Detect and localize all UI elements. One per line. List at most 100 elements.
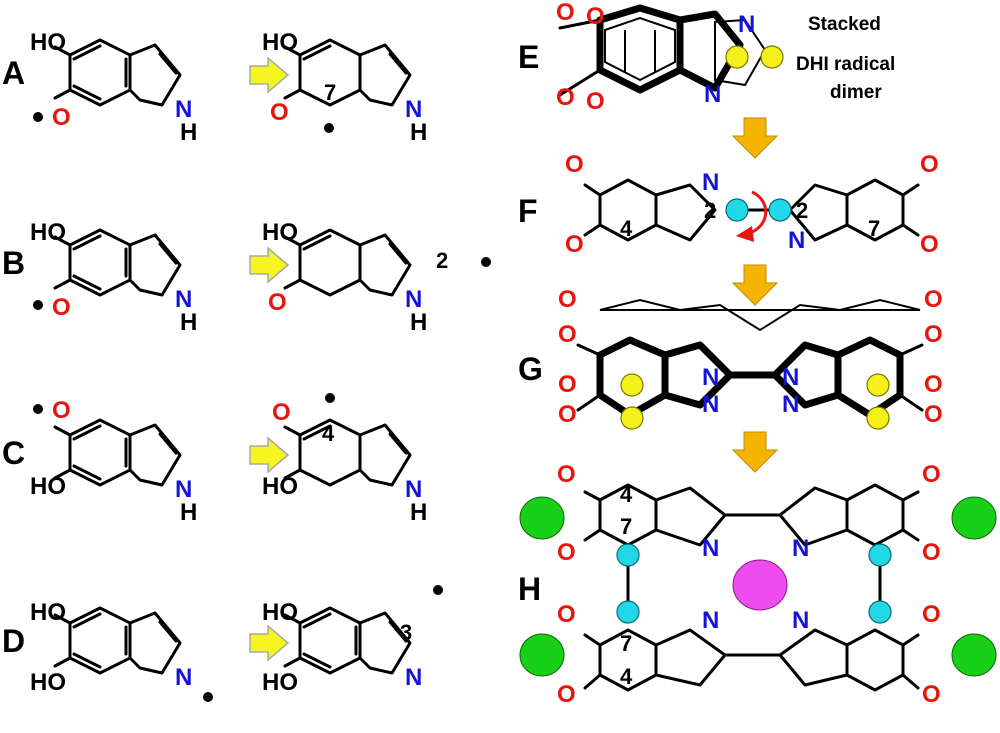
ho-label: HO [262, 599, 298, 626]
nitrogen-label: N [405, 664, 422, 691]
nitrogen-label: N [788, 227, 805, 254]
spin-dot [760, 45, 784, 69]
oxygen-label: O [557, 681, 576, 708]
oxygen-label: O [565, 151, 584, 178]
oxygen-label: O [558, 286, 577, 313]
oxygen-label: O [557, 539, 576, 566]
position-7-label: 7 [620, 514, 632, 539]
caption-line-2: DHI radical [796, 54, 895, 75]
metal-ion [951, 633, 997, 677]
ho-label: HO [30, 473, 66, 500]
panel-label-c: C [2, 435, 25, 471]
position-3-label: 3 [400, 620, 412, 645]
row-c: C O HO N H O 4 HO N H [2, 393, 427, 526]
down-arrow [732, 264, 778, 306]
oxygen-label: O [52, 397, 71, 424]
hydrogen-label: H [410, 309, 427, 336]
right-arrow [249, 625, 289, 661]
panel-label-b: B [2, 245, 25, 281]
oxygen-label: O [924, 321, 943, 348]
oxygen-label: O [922, 601, 941, 628]
oxygen-label: O [586, 3, 605, 30]
nitrogen-label: N [702, 535, 719, 562]
oxygen-label: O [920, 231, 939, 258]
oxygen-label: O [558, 321, 577, 348]
position-4-label: 4 [322, 421, 335, 446]
rotation-arrowhead [736, 226, 754, 242]
oxygen-label: O [586, 88, 605, 115]
down-arrow [732, 117, 778, 159]
nitrogen-label: N [175, 96, 192, 123]
radical-dot [324, 123, 334, 133]
radical-dot [325, 393, 335, 403]
nitrogen-label: N [782, 391, 799, 418]
nitrogen-label: N [792, 535, 809, 562]
spin-dot [725, 45, 749, 69]
radical-dot [33, 300, 43, 310]
position-2-label: 2 [704, 198, 716, 223]
oxygen-label: O [557, 461, 576, 488]
oxygen-label: O [558, 371, 577, 398]
right-arrow [249, 437, 289, 473]
right-arrow [249, 57, 289, 93]
oxygen-label: O [270, 99, 289, 126]
metal-ion [519, 496, 565, 540]
panel-h: H O O O O O O O O N N N N 4 7 7 4 [518, 461, 997, 708]
position-2-label: 2 [796, 198, 808, 223]
row-a: A HO O N H HO O 7 N H [2, 29, 427, 146]
nitrogen-label: N [792, 607, 809, 634]
oxygen-label: O [52, 294, 71, 321]
right-arrow [249, 247, 289, 283]
spin-dot [768, 198, 792, 222]
nitrogen-label: N [704, 81, 721, 108]
radical-dot [433, 585, 443, 595]
ho-label: HO [30, 219, 66, 246]
radical-dot [33, 404, 43, 414]
spin-dot [868, 543, 892, 567]
ho-label: HO [30, 599, 66, 626]
nitrogen-label: N [702, 607, 719, 634]
panel-e: E O O O O N N Stacked DHI radical dimer [518, 0, 895, 115]
radical-dot [481, 257, 491, 267]
ho-label: HO [30, 29, 66, 56]
oxygen-label: O [922, 461, 941, 488]
panel-label-f: F [518, 193, 538, 229]
oxygen-label: O [920, 151, 939, 178]
ho-label: HO [262, 473, 298, 500]
nitrogen-label: N [175, 476, 192, 503]
rotation-arrow [747, 190, 768, 236]
spin-dot [868, 600, 892, 624]
spin-dot [616, 543, 640, 567]
spin-dot [866, 373, 890, 397]
panel-f: F O O O O N N 4 2 2 7 [518, 151, 939, 258]
oxygen-label: O [52, 104, 71, 131]
caption-line-1: Stacked [808, 14, 881, 35]
oxygen-label: O [924, 286, 943, 313]
metal-ion [732, 559, 788, 611]
oxygen-label: O [565, 231, 584, 258]
panel-label-d: D [2, 623, 25, 659]
spin-dot [725, 198, 749, 222]
oxygen-label: O [922, 681, 941, 708]
row-b: B HO O N H HO O 2 N H [2, 219, 491, 336]
spin-dot [866, 406, 890, 430]
nitrogen-label: N [702, 391, 719, 418]
oxygen-label: O [272, 399, 291, 426]
panel-label-a: A [2, 55, 25, 91]
nitrogen-label: N [175, 286, 192, 313]
panel-label-g: G [518, 351, 543, 387]
oxygen-label: O [924, 401, 943, 428]
row-d: D HO HO N HO HO 3 N [2, 585, 443, 702]
spin-dot [620, 406, 644, 430]
oxygen-label: O [922, 539, 941, 566]
nitrogen-label: N [782, 364, 799, 391]
position-7-label: 7 [324, 80, 336, 105]
ho-label: HO [262, 219, 298, 246]
oxygen-label: O [558, 401, 577, 428]
metal-ion [519, 633, 565, 677]
ho-label: HO [30, 669, 66, 696]
nitrogen-label: N [702, 364, 719, 391]
spin-dot [616, 600, 640, 624]
panel-label-e: E [518, 39, 539, 75]
